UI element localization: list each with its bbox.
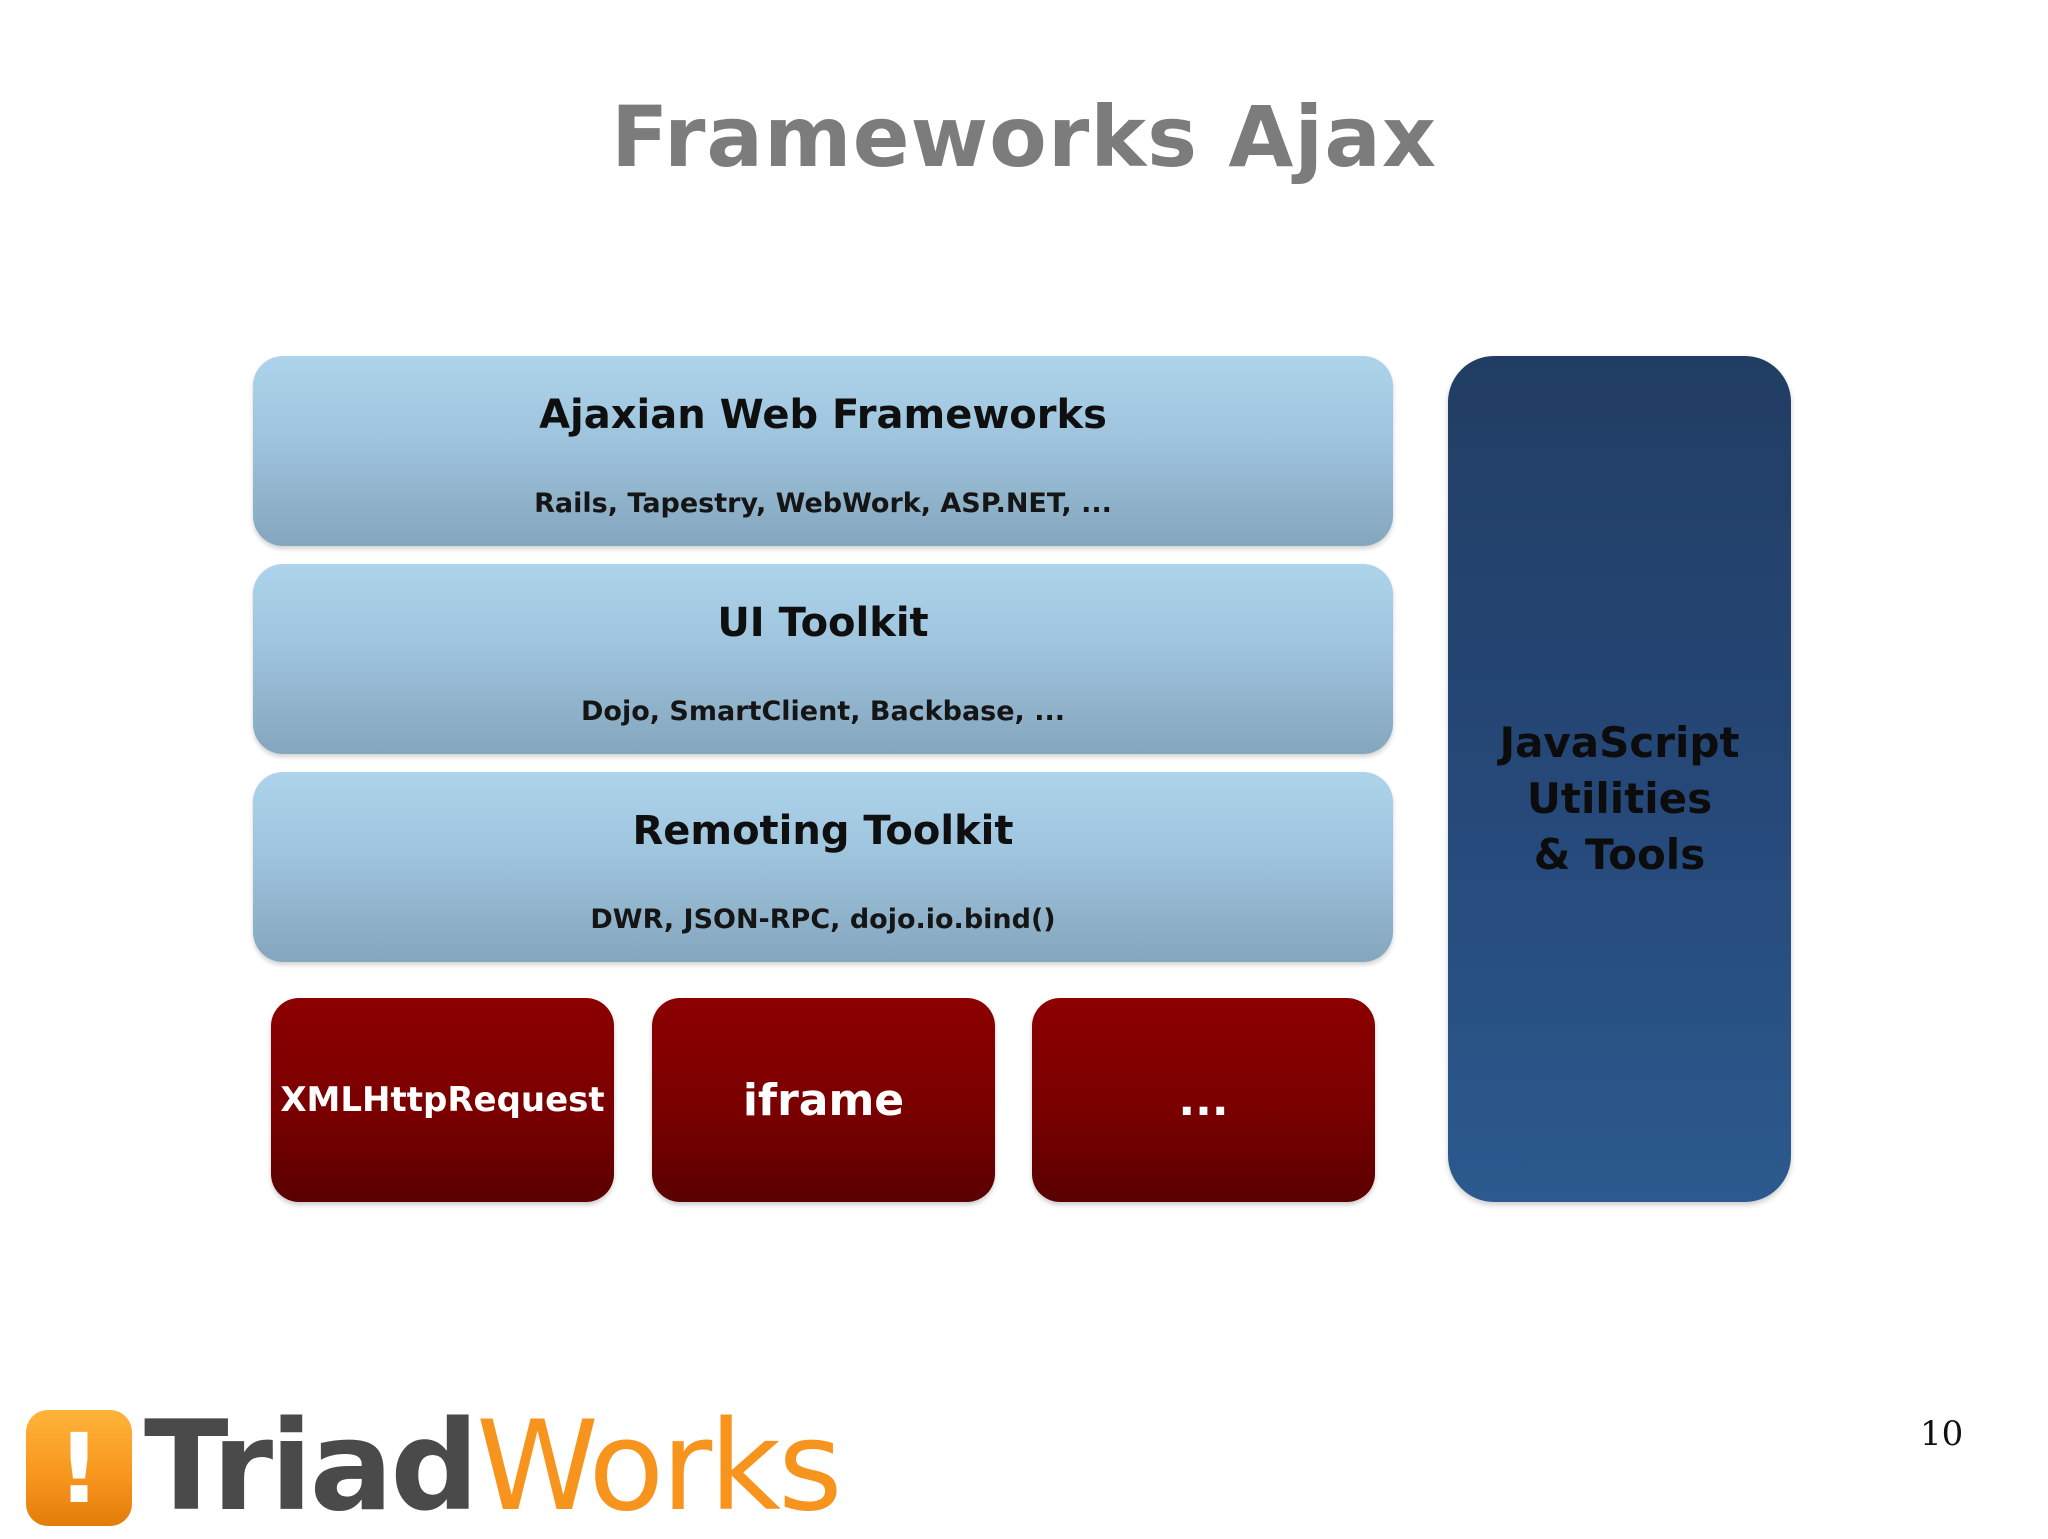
- side-block-javascript-utilities: JavaScript Utilities & Tools: [1448, 356, 1791, 1202]
- transport-more: ...: [1032, 998, 1375, 1202]
- triadworks-logo: ! TriadWorks: [26, 1400, 906, 1534]
- transport-xmlhttprequest: XMLHttpRequest: [271, 998, 614, 1202]
- layer-ui-toolkit: UI Toolkit Dojo, SmartClient, Backbase, …: [253, 564, 1393, 754]
- layer-subtitle: Dojo, SmartClient, Backbase, ...: [581, 696, 1065, 727]
- layer-title: Ajaxian Web Frameworks: [539, 392, 1107, 438]
- logo-mark-glyph: !: [57, 1413, 101, 1525]
- transport-iframe: iframe: [652, 998, 995, 1202]
- slide-title: Frameworks Ajax: [610, 88, 1438, 186]
- logo-wordmark: TriadWorks: [144, 1400, 843, 1534]
- layer-remoting-toolkit: Remoting Toolkit DWR, JSON-RPC, dojo.io.…: [253, 772, 1393, 962]
- layer-subtitle: Rails, Tapestry, WebWork, ASP.NET, ...: [534, 488, 1112, 519]
- page-number: 10: [1920, 1414, 1964, 1454]
- layer-title: UI Toolkit: [717, 600, 929, 646]
- logo-text-triad: Triad: [144, 1395, 479, 1539]
- side-block-line: Utilities: [1526, 774, 1713, 823]
- logo-text-works: Works: [476, 1395, 843, 1539]
- layer-ajaxian-web-frameworks: Ajaxian Web Frameworks Rails, Tapestry, …: [253, 356, 1393, 546]
- layer-title: Remoting Toolkit: [632, 808, 1014, 854]
- side-block-line: JavaScript: [1499, 718, 1740, 767]
- layer-subtitle: DWR, JSON-RPC, dojo.io.bind(): [590, 904, 1056, 935]
- exclamation-logo-icon: !: [26, 1410, 132, 1526]
- side-block-line: & Tools: [1533, 830, 1706, 879]
